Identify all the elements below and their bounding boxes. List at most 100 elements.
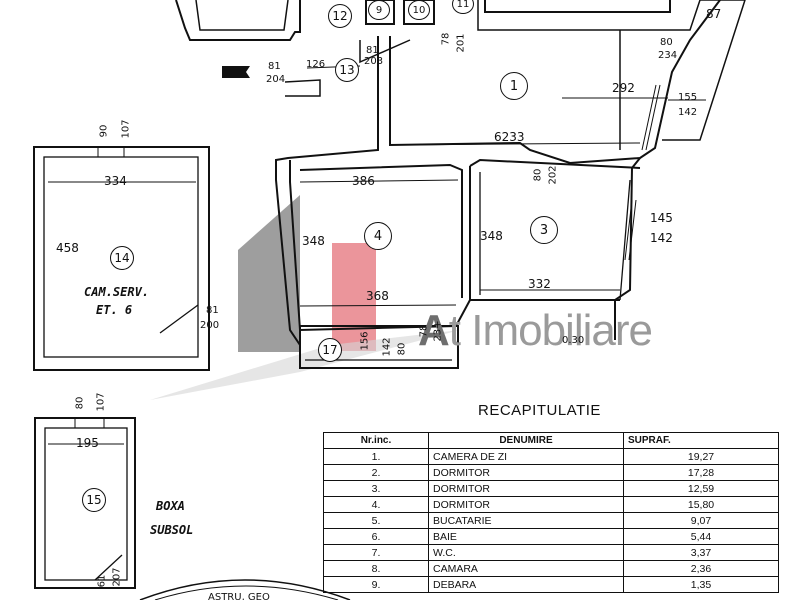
dim-78-top: 78 <box>440 32 452 46</box>
col-header-denumire: DENUMIRE <box>428 432 624 449</box>
dim-142-room3: 142 <box>650 231 673 245</box>
room-number-3: 3 <box>530 216 558 244</box>
row-area: 1,35 <box>623 576 779 593</box>
dim-80-17: 80 <box>396 342 408 356</box>
row-nr: 7. <box>323 544 429 561</box>
row-name: BUCATARIE <box>428 512 624 529</box>
row-area: 12,59 <box>623 480 779 497</box>
closet-10 <box>403 0 435 25</box>
boxa-label-line1: BOXA <box>156 499 185 513</box>
dim-80-boxa: 80 <box>74 396 86 410</box>
wall-corridor <box>284 79 321 97</box>
dim-201: 201 <box>455 33 467 53</box>
wall-room-1 <box>275 36 379 346</box>
row-nr: 6. <box>323 528 429 545</box>
col-header-nr: Nr.inc. <box>323 432 429 449</box>
row-area: 19,27 <box>623 448 779 465</box>
dim-202: 202 <box>547 165 559 185</box>
dim-332: 332 <box>528 277 551 291</box>
dim-195: 195 <box>76 436 99 450</box>
watermark-text: At Imobiliare <box>418 306 653 356</box>
row-area: 17,28 <box>623 464 779 481</box>
wall-balcony <box>662 0 746 141</box>
dim-142-17: 142 <box>381 337 393 357</box>
dim-386: 386 <box>352 174 375 188</box>
dim-0-30: 0.30 <box>562 335 585 346</box>
row-area: 9,07 <box>623 512 779 529</box>
row-name: DEBARA <box>428 576 624 593</box>
dim-80-balcony: 80 <box>660 37 673 48</box>
row-name: CAMARA <box>428 560 624 577</box>
room-number-10: 10 <box>408 0 430 20</box>
wall-top-left-room <box>175 0 301 41</box>
row-nr: 5. <box>323 512 429 529</box>
dim-200: 200 <box>200 320 220 331</box>
row-area: 15,80 <box>623 496 779 513</box>
boxa-label-line2: SUBSOL <box>150 523 194 537</box>
wall-top-right <box>484 0 671 13</box>
dim-87: 87 <box>706 7 722 21</box>
dim-90: 90 <box>98 124 110 138</box>
row-name: DORMITOR <box>428 464 624 481</box>
col-header-supraf: SUPRAF. <box>623 432 779 449</box>
row-nr: 9. <box>323 576 429 593</box>
row-area: 3,37 <box>623 544 779 561</box>
row-name: W.C. <box>428 544 624 561</box>
room-number-1: 1 <box>500 72 528 100</box>
dim-156: 156 <box>359 331 371 351</box>
room-number-4: 4 <box>364 222 392 250</box>
watermark-red-shape <box>332 243 376 351</box>
dim-78-17: 78 <box>418 324 430 338</box>
dim-145: 145 <box>650 211 673 225</box>
row-name: DORMITOR <box>428 480 624 497</box>
dim-107-boxa: 107 <box>95 392 107 412</box>
dim-81-corridor: 81 <box>268 61 281 72</box>
dim-348-room4: 348 <box>302 234 325 248</box>
recap-title: RECAPITULATIE <box>478 402 601 419</box>
row-nr: 1. <box>323 448 429 465</box>
dim-23: 23+ <box>432 320 444 342</box>
room-14-outline <box>33 146 210 371</box>
north-arrow <box>222 66 250 78</box>
closet-9 <box>365 0 395 25</box>
watermark-grey-shape <box>238 195 300 352</box>
dim-348-room3: 348 <box>480 229 503 243</box>
row-nr: 3. <box>323 480 429 497</box>
dim-203: 203 <box>364 56 384 67</box>
row-name: CAMERA DE ZI <box>428 448 624 465</box>
dim-334: 334 <box>104 174 127 188</box>
dim-81-serv: 81 <box>206 305 219 316</box>
row-nr: 8. <box>323 560 429 577</box>
dim-142-balcony: 142 <box>678 107 698 118</box>
row-name: BAIE <box>428 528 624 545</box>
serv-room-label-line1: CAM.SERV. <box>84 285 150 299</box>
dim-80-door: 80 <box>532 168 544 182</box>
dim-61: 61 <box>96 574 108 588</box>
stamp-text: ASTRU, GEO <box>208 592 270 600</box>
row-area: 5,44 <box>623 528 779 545</box>
room-number-15: 15 <box>82 488 106 512</box>
dim-458: 458 <box>56 241 79 255</box>
dim-6233: 6233 <box>494 130 525 144</box>
dim-234: 234 <box>658 50 678 61</box>
row-area: 2,36 <box>623 560 779 577</box>
room-number-12: 12 <box>328 4 352 28</box>
watermark-prefix: A <box>418 306 450 355</box>
dim-368: 368 <box>366 289 389 303</box>
recap-header-row: Nr.inc. DENUMIRE SUPRAF. <box>323 432 779 449</box>
room-number-9: 9 <box>368 0 390 20</box>
dim-126: 126 <box>306 59 326 70</box>
dim-107-serv: 107 <box>120 119 132 139</box>
dim-207: 207 <box>111 567 123 587</box>
watermark-brand: t Imobiliare <box>448 306 653 355</box>
dim-292: 292 <box>612 81 635 95</box>
row-name: DORMITOR <box>428 496 624 513</box>
